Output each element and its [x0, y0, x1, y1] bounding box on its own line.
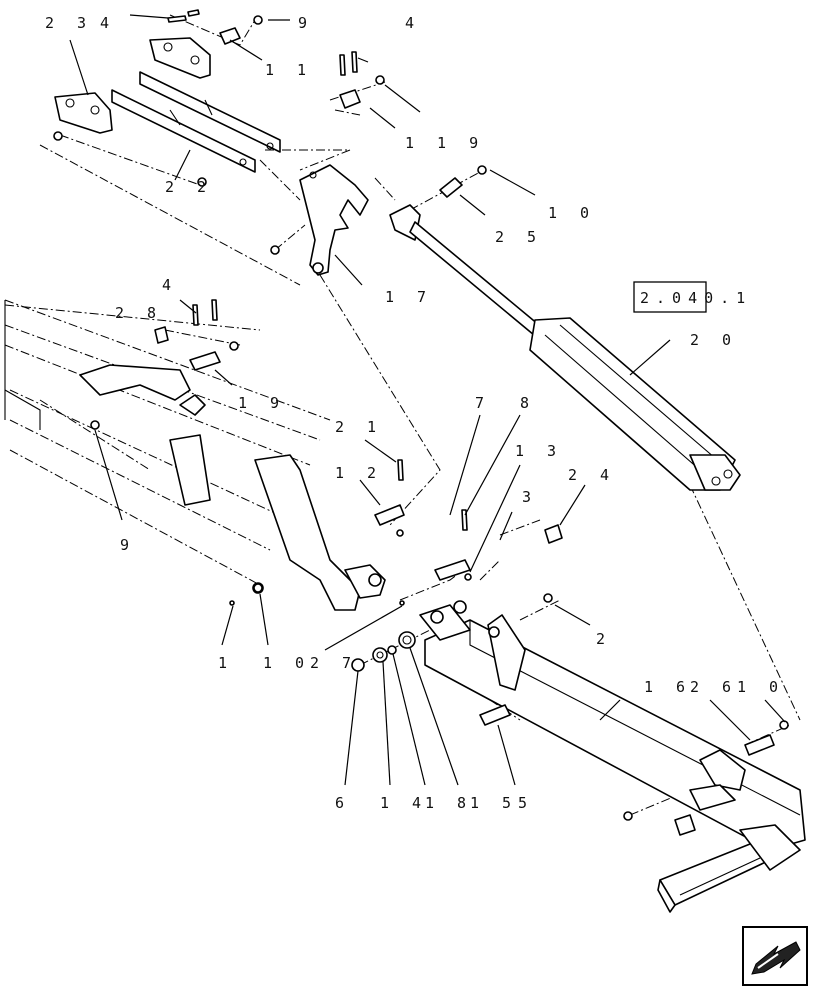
- callout-label: 1 4: [380, 794, 428, 812]
- link-bars-22: [111, 71, 281, 173]
- pins-top: [53, 15, 385, 255]
- main-frame-left: [4, 299, 386, 611]
- callout-label: 9: [120, 536, 136, 554]
- hitch-tube-16: [419, 600, 806, 851]
- page-arrow-button[interactable]: [742, 926, 808, 986]
- callout-label: 9: [298, 14, 314, 32]
- callout-label: 2 2: [165, 178, 213, 196]
- reference-label: 2.040.1: [640, 289, 752, 307]
- callout-label: 2 5: [495, 228, 543, 246]
- callout-label: 1 2: [335, 464, 383, 482]
- callout-label: 2 6: [690, 678, 738, 696]
- callout-label: 1 0: [737, 678, 785, 696]
- hitch-tongue: [657, 824, 801, 913]
- callout-label: 3: [522, 488, 538, 506]
- callout-label: 1 0: [263, 654, 311, 672]
- callout-label: 1 3: [515, 442, 563, 460]
- callout-label: 1 5: [470, 794, 518, 812]
- callout-label: 2: [596, 630, 612, 648]
- lower-hardware: [253, 583, 789, 821]
- callout-label: 1 7: [385, 288, 433, 306]
- callout-label: 1 6: [644, 678, 692, 696]
- callout-label: 2 0: [690, 331, 738, 349]
- callout-label: 2 3: [45, 14, 93, 32]
- callout-label: 1 1: [265, 61, 313, 79]
- callout-label: 2 7: [310, 654, 358, 672]
- callout-label: 8: [520, 394, 536, 412]
- bolts-4-top: [167, 9, 358, 76]
- callout-label: 5: [518, 794, 534, 812]
- callout-label: 1 8: [425, 794, 473, 812]
- callout-label: 1 0: [548, 204, 596, 222]
- pin-25: [439, 165, 487, 198]
- callout-label: 2 4: [568, 466, 616, 484]
- callout-label: 4: [405, 14, 421, 32]
- callout-label: 1 9: [238, 394, 286, 412]
- callout-label: 6: [335, 794, 351, 812]
- plate-11-upper: [149, 37, 211, 79]
- callout-label: 4: [100, 14, 116, 32]
- callout-label: 2 1: [335, 418, 383, 436]
- callout-label: 7: [475, 394, 491, 412]
- callout-labels: 2 3 4 9 1 1 4 1 1 9 2 2 1 0 2 5 1 7 2 0 …: [45, 14, 785, 812]
- plate-23: [54, 92, 113, 134]
- hydraulic-cylinder-20: [389, 204, 741, 491]
- leader-lines: [69, 14, 786, 786]
- bracket-17: [299, 164, 369, 276]
- reference-box: [633, 281, 707, 313]
- callout-label: 4: [162, 276, 178, 294]
- callout-label: 1: [218, 654, 234, 672]
- middle-hardware: [154, 299, 563, 603]
- page-arrow-icon: [751, 941, 801, 975]
- frame-pivot: [368, 573, 382, 587]
- callout-label: 2 8: [115, 304, 163, 322]
- callout-label: 1 1 9: [405, 134, 485, 152]
